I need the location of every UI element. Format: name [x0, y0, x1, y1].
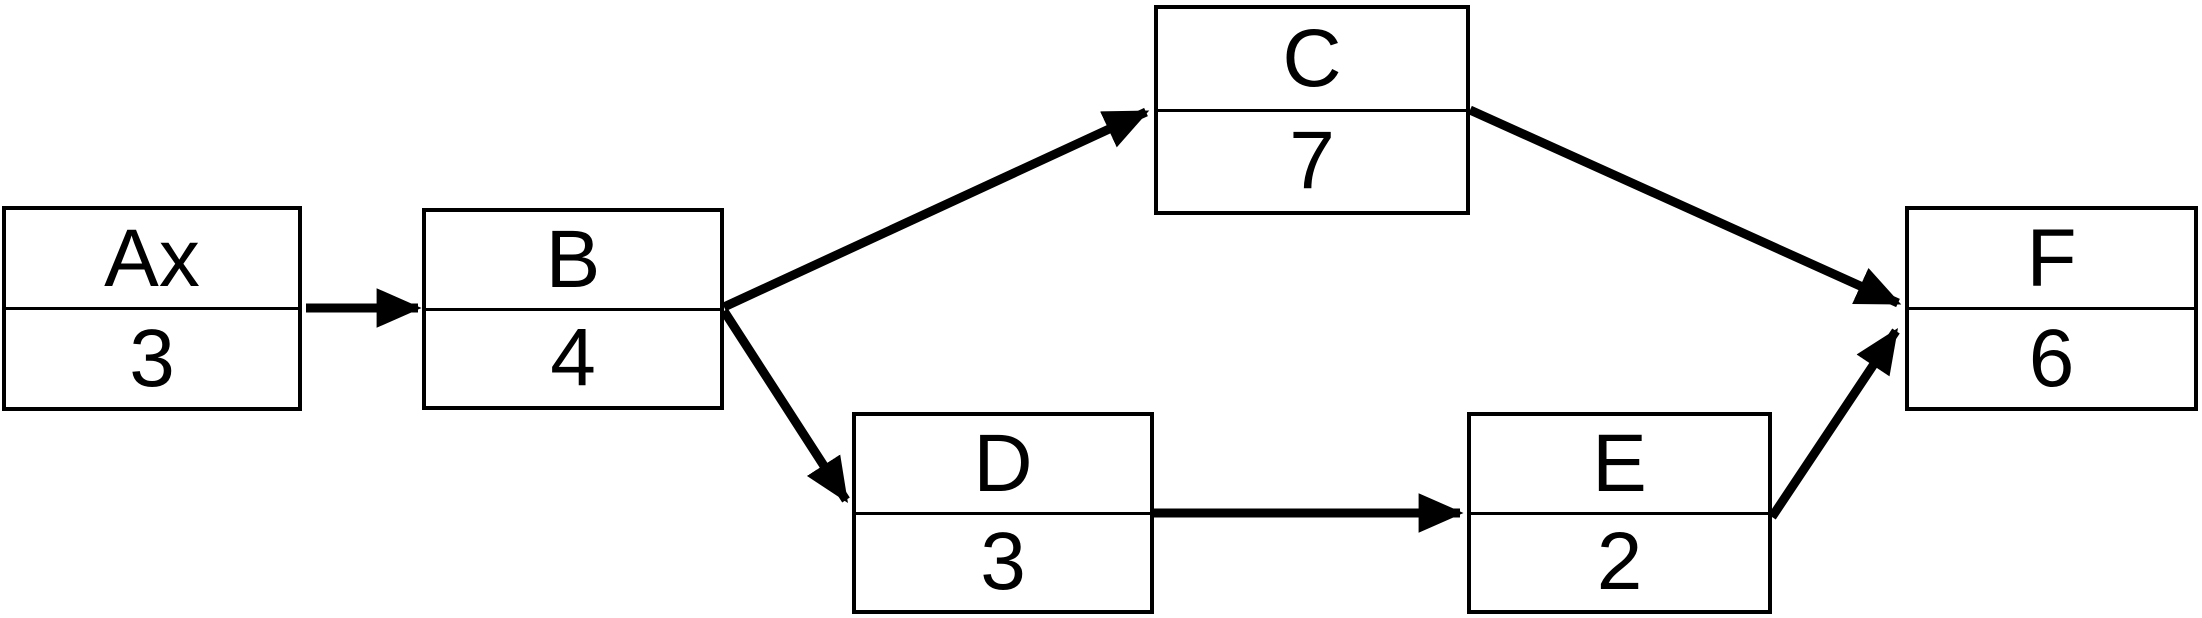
node-F: F 6 — [1905, 206, 2198, 411]
node-B-label: B — [426, 212, 720, 311]
node-C-label: C — [1158, 9, 1466, 112]
node-F-duration: 6 — [2028, 312, 2075, 404]
edge-C-to-F-arrow — [1468, 105, 1902, 308]
edge-B-to-D-arrow — [720, 308, 850, 504]
node-Ax: Ax 3 — [2, 206, 302, 411]
node-C: C 7 — [1154, 5, 1470, 215]
node-F-label: F — [1909, 210, 2194, 310]
node-C-duration: 7 — [1289, 115, 1335, 207]
node-D-duration: 3 — [980, 516, 1026, 608]
edge-B-to-C-arrow — [722, 107, 1150, 312]
edge-E-to-F-arrow — [1768, 328, 1900, 520]
node-B: B 4 — [422, 208, 724, 410]
node-Ax-label: Ax — [6, 210, 298, 310]
node-E: E 2 — [1467, 412, 1772, 614]
node-Ax-duration: 3 — [129, 312, 175, 404]
node-E-label: E — [1471, 416, 1768, 515]
node-D: D 3 — [852, 412, 1154, 614]
node-E-duration: 2 — [1596, 516, 1643, 608]
node-B-duration: 4 — [550, 312, 596, 404]
node-D-label: D — [856, 416, 1150, 515]
